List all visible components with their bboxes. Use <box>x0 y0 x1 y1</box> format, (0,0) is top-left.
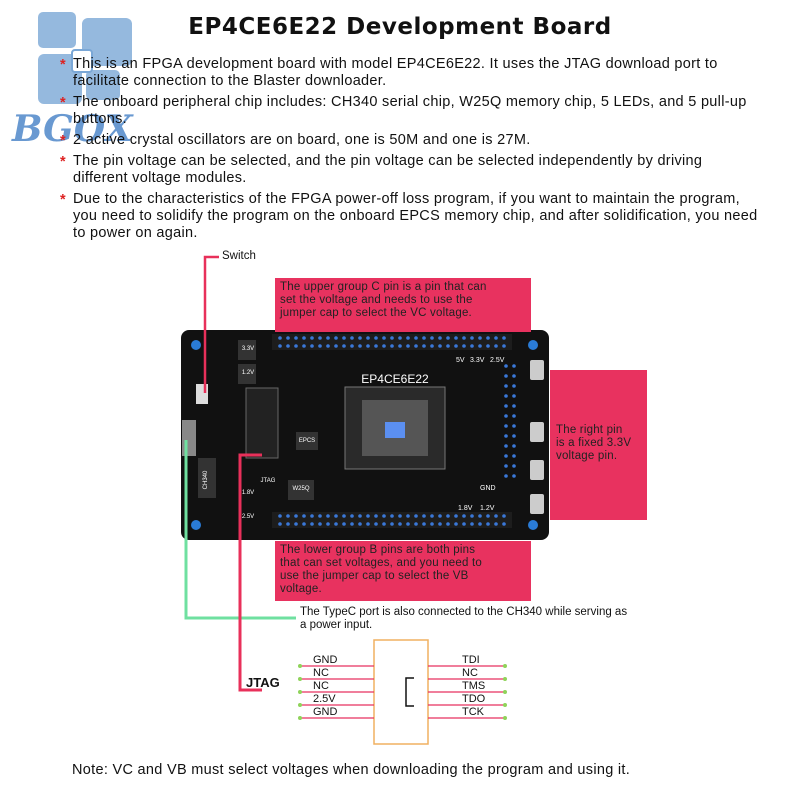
epcs-label: EPCS <box>299 438 315 444</box>
w25q-chip <box>288 480 314 500</box>
chip-label: EP4CE6E22 <box>361 372 429 386</box>
bottom-header <box>272 512 512 528</box>
fpga-pad <box>385 422 405 438</box>
push-button <box>530 360 544 380</box>
ch340-chip <box>198 458 216 498</box>
feature-item: *The onboard peripheral chip includes: C… <box>60 94 747 127</box>
jtag-header <box>245 387 279 459</box>
brand-logo <box>10 10 140 160</box>
ch340-label: CH340 <box>203 470 209 489</box>
regulator <box>238 364 256 384</box>
push-button <box>530 460 544 480</box>
epcs-chip <box>296 432 318 450</box>
w25q-label: W25Q <box>292 486 309 492</box>
jtag-pin-left: GND <box>313 654 338 666</box>
jtag-wire <box>238 453 262 692</box>
star-icon: * <box>60 154 66 170</box>
footer-note: Note: VC and VB must select voltages whe… <box>72 762 631 778</box>
mount-hole <box>191 520 201 530</box>
switch-wire <box>203 255 219 393</box>
jtag-pin-left: GND <box>313 706 338 718</box>
jtag-pin-right: TDI <box>462 654 480 666</box>
mount-hole <box>528 520 538 530</box>
star-icon: * <box>60 57 66 73</box>
watermark-text: BGOX <box>12 108 133 150</box>
jtag-connector <box>373 639 429 745</box>
right-callout-bg <box>550 370 647 520</box>
feature-item: *The pin voltage can be selected, and th… <box>60 153 703 186</box>
jtag-pin-left: NC <box>313 667 329 679</box>
jtag-pin-left: NC <box>313 680 329 692</box>
v25s-label: 2.5V <box>242 514 254 520</box>
feature-item: *This is an FPGA development board with … <box>60 56 718 89</box>
v12-label: 1.2V <box>480 505 495 512</box>
jtag-leads <box>300 665 505 719</box>
jtag-pin-right: TCK <box>462 706 484 718</box>
jtag-key <box>405 677 414 707</box>
feature-item: *2 active crystal oscillators are on boa… <box>60 132 531 149</box>
feature-list: *This is an FPGA development board with … <box>60 56 760 246</box>
typec-port <box>182 420 196 456</box>
feature-item: *Due to the characteristics of the FPGA … <box>60 191 758 241</box>
bottom-header-pins <box>278 514 506 526</box>
right-header-pins <box>504 364 516 478</box>
jtag-pin-right: TMS <box>462 680 486 692</box>
jtag-label: JTAG <box>246 675 280 690</box>
board-jtag-label: JTAG <box>261 478 276 484</box>
jtag-pin-left: 2.5V <box>313 693 336 705</box>
v33-label: 3.3V <box>470 357 485 364</box>
v18-label: 1.8V <box>458 505 473 512</box>
top-header-pins <box>278 336 506 348</box>
jtag-pin-right: NC <box>462 667 478 679</box>
push-button <box>530 494 544 514</box>
star-icon: * <box>60 95 66 111</box>
jtag-dots <box>298 664 507 720</box>
v5-label: 5V <box>456 357 465 364</box>
v25-label: 2.5V <box>490 357 505 364</box>
page-title: EP4CE6E22 Development Board <box>188 14 612 40</box>
typec-wire <box>184 440 296 620</box>
regulator <box>238 340 256 360</box>
star-icon: * <box>60 133 66 149</box>
top-header <box>272 334 512 350</box>
mount-hole <box>191 340 201 350</box>
v12s-label: 1.2V <box>242 370 254 376</box>
switch-label: Switch <box>222 250 256 262</box>
star-icon: * <box>60 192 66 208</box>
jtag-pin-right: TDO <box>462 693 486 705</box>
typec-label: The TypeC port is also connected to the … <box>300 606 628 631</box>
gnd-label: GND <box>480 485 496 492</box>
v33s-label: 3.3V <box>242 346 254 352</box>
push-button <box>530 422 544 442</box>
v18s-label: 1.8V <box>242 490 254 496</box>
mount-hole <box>528 340 538 350</box>
